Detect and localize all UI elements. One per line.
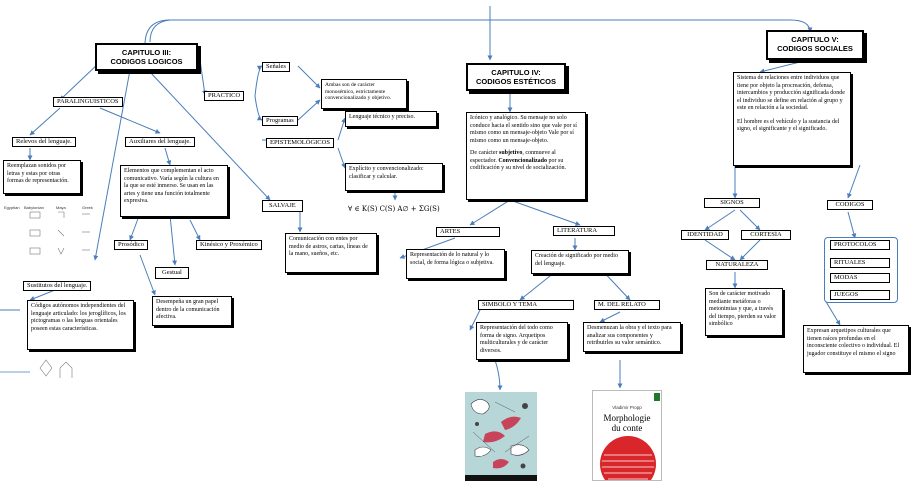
senales-label: Señales (262, 62, 290, 72)
prosodico-label: Prosódico (114, 240, 148, 250)
practico-label: PRACTICO (204, 91, 245, 101)
epistemologicos-desc-1: Lenguaje técnico y preciso. (345, 111, 437, 127)
auxiliares-label: Auxiliares del lenguaje. (125, 137, 195, 147)
chapter-v-title: CAPITULO V: CODIGOS SOCIALES (766, 30, 864, 60)
sociales-desc-2: El hombre es el vehículo y la sustancia … (737, 118, 840, 133)
cortesia-label: CORTESÍA (741, 230, 791, 240)
table-label-2: Maya (56, 205, 66, 210)
sociales-desc: Sistema de relaciones entre individuos q… (733, 72, 851, 166)
simbolo-label: SIMBOLO Y TEMA (478, 300, 574, 310)
literatura-desc: Creación de significado por medio del le… (531, 250, 629, 274)
gestual-desc: Desempeña un gran papel dentro de la com… (152, 296, 232, 326)
esteticos-desc: Icónico y analógico. Su mensaje no solo … (466, 112, 586, 200)
relato-desc: Desmenuzan la obra y el texto para anali… (583, 322, 681, 352)
salvaje-desc: Comunicación con entes por medio de astr… (285, 233, 377, 273)
protocolos-label: PROTOCOLOS (830, 240, 890, 250)
esteticos-desc-2: De carácter subjetivo, conmueve al espec… (470, 150, 566, 171)
salvaje-label: SALVAJE (262, 200, 303, 212)
auxiliares-desc: Elementos que complementan el acto comun… (120, 165, 228, 217)
artes-label: ARTES (436, 227, 500, 237)
book2-title: Morphologie du conte (603, 413, 651, 433)
chapter-iv-title: CAPITULO IV: CODIGOS ESTÉTICOS (466, 63, 566, 91)
birds-illustration (470, 399, 530, 469)
epistemologicos-label: EPISTEMOLÓGICOS (266, 138, 334, 148)
sustitutos-label: Sustitutos del lenguaje. (23, 281, 92, 291)
naturaleza-label: NATURALEZA (706, 260, 768, 270)
modas-label: MODAS (830, 273, 890, 283)
identidad-label: IDENTIDAD (681, 230, 729, 240)
table-label-1: Babylonian (24, 205, 44, 210)
book2-author: Vladimir Propp (612, 405, 642, 410)
esteticos-desc-text: Icónico y analógico. Su mensaje no solo … (470, 115, 577, 144)
gestual-label: Gestual (155, 267, 189, 279)
relevos-desc: Reemplazan sonidos por letras y estas po… (3, 160, 81, 194)
paralinguisticos-label: PARALINGUISTICOS (53, 97, 123, 107)
simbolo-desc: Representación del todo como forma de si… (476, 322, 568, 360)
rituales-label: RITUALES (830, 258, 890, 268)
naturaleza-desc: Son de carácter motivado mediante metáfo… (705, 288, 783, 336)
book-cover-morphologie: Vladimir Propp Morphologie du conte (592, 390, 662, 481)
table-label-3: Greek (82, 205, 93, 210)
book-cover-birds-image (465, 392, 537, 481)
table-label-0: Egyptian (4, 205, 20, 210)
artes-desc: Representación de lo natural y lo social… (406, 249, 505, 279)
formula: ∀ ∈ K(S) C(S) A∅ + ΣG(S) (348, 205, 440, 213)
literatura-label: LITERATURA (553, 226, 615, 236)
codigos-desc: Expresan arquetipos culturales que tiene… (803, 325, 909, 373)
chapter-iii-title: CAPITULO III: CODIGOS LOGICOS (95, 43, 198, 71)
kinesico-label: Kinésico y Proxémico (196, 240, 262, 250)
juegos-label: JUEGOS (830, 290, 890, 300)
striped-circle-icon (600, 436, 656, 480)
signos-label: SIGNOS (704, 198, 760, 208)
sociales-desc-text: Sistema de relaciones entre individuos q… (737, 75, 845, 111)
practico-desc: Ambas son de carácter monosémico, estric… (321, 79, 407, 109)
publisher-mark-icon (654, 393, 660, 401)
book-band (465, 475, 537, 481)
relato-label: M. DEL RELATO (594, 300, 660, 310)
sustitutos-desc: Códigos autónomos independientes del len… (27, 300, 134, 350)
programas-label: Programas (262, 116, 298, 126)
codigos-label: CODIGOS (827, 200, 873, 210)
relevos-label: Relevos del lenguaje. (12, 137, 76, 147)
epistemologicos-desc-2: Explícito y convencionalizado: clasifica… (345, 163, 443, 191)
